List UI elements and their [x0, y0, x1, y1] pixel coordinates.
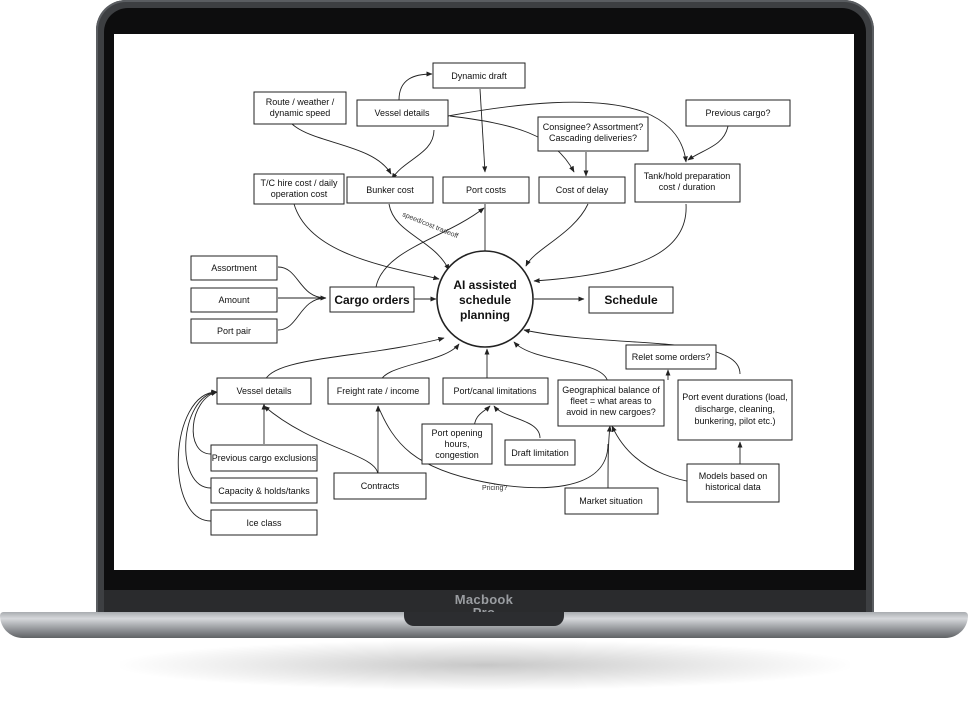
geo-balance-box — [557, 379, 665, 427]
route-weather-box — [253, 91, 347, 125]
tank-hold-line-1: Tank/hold preparation — [644, 171, 731, 181]
dynamic-draft-label: Dynamic draft — [451, 71, 507, 81]
schedule-label: Schedule — [604, 293, 658, 307]
route-weather-line-1: Route / weather / — [266, 97, 335, 107]
port-opening-line-2: hours, — [444, 439, 469, 449]
cargo-orders-box — [329, 286, 415, 313]
pricing-label: Pricing? — [482, 485, 507, 492]
consignee-line-2: Cascading deliveries? — [549, 133, 637, 143]
consignee-box — [537, 116, 649, 152]
models-line-2: historical data — [705, 482, 761, 492]
laptop-shadow — [120, 640, 850, 690]
schedule-box — [588, 286, 674, 314]
previous-cargo-question-label: Previous cargo? — [705, 108, 770, 118]
port-pair-box — [190, 318, 278, 344]
tank-hold-box — [634, 163, 741, 203]
cost-of-delay-label: Cost of delay — [556, 185, 609, 195]
vessel-details-bottom-label: Vessel details — [236, 386, 292, 396]
port-event-line-2: discharge, cleaning, — [695, 404, 775, 414]
port-pair-label: Port pair — [217, 326, 251, 336]
tc-hire-box — [253, 173, 345, 205]
assortment-label: Assortment — [211, 263, 257, 273]
dynamic-draft-box — [432, 62, 526, 89]
port-canal-label: Port/canal limitations — [453, 386, 537, 396]
bunker-cost-box — [346, 176, 434, 204]
brand-line-1: Macbook — [454, 592, 514, 607]
connectors — [177, 71, 743, 522]
trackpad-notch — [404, 612, 564, 626]
port-event-line-1: Port event durations (load, — [682, 392, 788, 402]
market-situation-box — [564, 487, 659, 515]
cargo-orders-label: Cargo orders — [334, 293, 410, 307]
port-opening-box — [421, 423, 493, 465]
port-opening-line-1: Port opening — [431, 428, 482, 438]
brand-label: Macbook Pro — [0, 593, 968, 612]
geo-balance-line-3: avoid in new cargoes? — [566, 407, 656, 417]
assortment-box — [190, 255, 278, 281]
vessel-details-top-label: Vessel details — [374, 108, 430, 118]
models-box — [686, 463, 780, 503]
tank-hold-line-2: cost / duration — [659, 182, 716, 192]
center-line-1: AI assisted — [453, 278, 516, 292]
capacity-label: Capacity & holds/tanks — [218, 486, 310, 496]
cost-of-delay-box — [538, 176, 626, 204]
draft-limitation-box — [504, 439, 576, 466]
amount-label: Amount — [218, 295, 250, 305]
screen: speed/cost tradeoff Pricing? AI assisted… — [114, 34, 854, 570]
port-event-box — [677, 379, 793, 441]
relet-box — [625, 344, 717, 370]
ice-class-box — [210, 509, 318, 536]
contracts-label: Contracts — [361, 481, 400, 491]
screen-chin — [104, 590, 866, 612]
tc-hire-line-1: T/C hire cost / daily — [260, 178, 338, 188]
route-weather-line-2: dynamic speed — [270, 108, 331, 118]
amount-box — [190, 287, 278, 313]
consignee-line-1: Consignee? Assortment? — [543, 122, 644, 132]
port-opening-line-3: congestion — [435, 450, 479, 460]
models-line-1: Models based on — [699, 471, 768, 481]
center-node — [436, 250, 534, 348]
vessel-details-bottom-box — [216, 377, 312, 405]
draft-limitation-label: Draft limitation — [511, 448, 569, 458]
market-situation-label: Market situation — [579, 496, 643, 506]
center-line-3: planning — [460, 308, 510, 322]
geo-balance-line-1: Geographical balance of — [562, 385, 660, 395]
capacity-box — [210, 477, 318, 504]
freight-rate-box — [327, 377, 430, 405]
center-line-2: schedule — [459, 293, 511, 307]
port-costs-box — [442, 176, 530, 204]
prev-cargo-exclusions-label: Previous cargo exclusions — [212, 453, 317, 463]
prev-cargo-exclusions-box — [210, 444, 318, 472]
port-event-line-3: bunkering, pilot etc.) — [694, 416, 775, 426]
freight-rate-label: Freight rate / income — [337, 386, 420, 396]
tc-hire-line-2: operation cost — [271, 189, 328, 199]
diagram-canvas: speed/cost tradeoff Pricing? AI assisted… — [177, 62, 793, 536]
brand-line-2: Pro — [0, 606, 968, 612]
relet-label: Relet some orders? — [632, 352, 711, 362]
ice-class-label: Ice class — [246, 518, 282, 528]
bunker-cost-label: Bunker cost — [366, 185, 414, 195]
speed-tradeoff-label: speed/cost tradeoff — [401, 211, 459, 240]
port-costs-label: Port costs — [466, 185, 507, 195]
port-canal-box — [442, 377, 549, 405]
vessel-details-top-box — [356, 99, 449, 127]
geo-balance-line-2: fleet = what areas to — [570, 396, 651, 406]
previous-cargo-question-box — [685, 99, 791, 127]
contracts-box — [333, 472, 427, 500]
